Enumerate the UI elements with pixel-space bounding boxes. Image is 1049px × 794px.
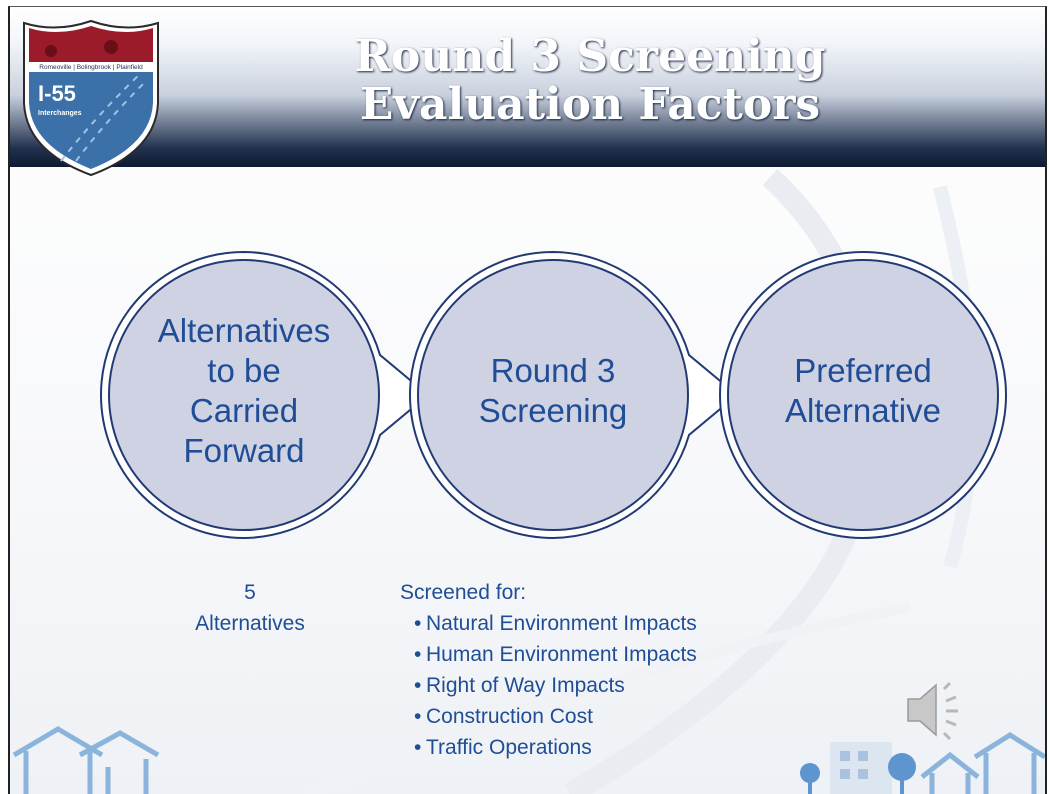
- alternatives-note: 5 Alternatives: [195, 581, 305, 635]
- speaker-icon[interactable]: [904, 679, 974, 741]
- screening-criteria: Screened for: Natural Environment Impact…: [400, 577, 820, 763]
- step-1-label: Alternatives to be Carried Forward: [157, 312, 331, 469]
- screening-heading: Screened for:: [400, 581, 527, 604]
- list-item: Natural Environment Impacts: [408, 608, 820, 639]
- list-item: Construction Cost: [408, 701, 820, 732]
- title-line-2: Evaluation Factors: [359, 79, 821, 130]
- footer-decoration: [12, 726, 1045, 794]
- list-item: Human Environment Impacts: [408, 639, 820, 670]
- list-item: Right of Way Impacts: [408, 670, 820, 701]
- list-item: Traffic Operations: [408, 732, 820, 763]
- process-diagram: [100, 250, 1007, 540]
- logo-subtitle: Interchanges: [38, 110, 82, 117]
- title-bar: [10, 7, 1045, 167]
- house-right-icon: [920, 732, 1045, 794]
- building-icon: [830, 742, 892, 794]
- logo-route: I-55: [38, 81, 76, 106]
- process-circle-3: [719, 251, 1007, 539]
- step-3-label: Preferred Alternative: [785, 352, 941, 429]
- step-2-label: Round 3 Screening: [478, 352, 628, 429]
- house-left-icon: [12, 726, 160, 794]
- slide-title: Round 3 Screening Evaluation Factors: [310, 33, 870, 129]
- title-line-1: Round 3 Screening: [354, 31, 826, 82]
- slide: Romeoville | Bolingbrook | Plainfield I-…: [8, 6, 1047, 794]
- process-circle-2: [409, 250, 739, 540]
- i55-logo: Romeoville | Bolingbrook | Plainfield I-…: [23, 19, 159, 177]
- process-circle-1: [100, 250, 430, 540]
- logo-towns: Romeoville | Bolingbrook | Plainfield: [39, 64, 143, 71]
- tree-icon: [800, 753, 916, 794]
